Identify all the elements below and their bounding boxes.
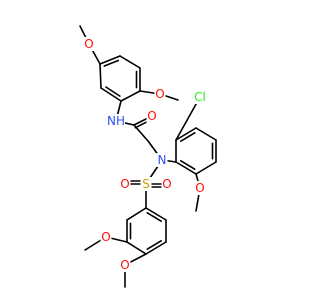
single-bond [133, 124, 149, 142]
double-bond-secondary [103, 59, 120, 67]
single-bond [175, 96, 201, 141]
double-bond-primary [175, 127, 197, 141]
atom-label-nh-amide: NH [107, 114, 125, 128]
single-bond [126, 241, 147, 255]
atom-label-o-ring2-methoxy: O [195, 181, 204, 195]
atom-label-o-ring1-methoxy: O [155, 87, 164, 101]
single-bond [195, 127, 217, 141]
atom-label-cl: Cl [194, 90, 206, 104]
atom-label-background [119, 177, 131, 191]
double-bond-primary [99, 55, 121, 65]
atom-label-background [154, 87, 166, 101]
atom-label-o-carbonyl: O [147, 109, 156, 123]
atom-label-s: S [142, 177, 150, 191]
single-bond [195, 161, 217, 175]
atom-label-background [161, 177, 173, 191]
double-bond-secondary [180, 159, 196, 170]
double-bond-secondary [105, 86, 121, 97]
double-bond-primary [145, 241, 167, 255]
double-bond-secondary [146, 212, 162, 223]
double-bond-secondary [146, 239, 162, 250]
double-bond-secondary [180, 132, 196, 143]
single-bond [126, 207, 147, 221]
atom-label-o-ring3-para: O [120, 258, 129, 272]
bond-layer [79, 25, 217, 288]
double-bond-primary [100, 87, 122, 102]
atom-label-o-sulfonyl-left: O [120, 177, 129, 191]
atom-label-background [146, 109, 158, 123]
double-bond-primary [175, 161, 197, 175]
atom-label-background [119, 258, 131, 272]
single-bond [120, 90, 141, 102]
atom-label-background [83, 37, 95, 51]
atom-label-o-top-methoxy: O [84, 37, 93, 51]
single-bond [99, 63, 102, 89]
atom-label-background [194, 181, 206, 195]
atom-label-background [191, 90, 209, 104]
double-bond-primary [145, 207, 167, 221]
atom-label-o-ring3-meta: O [101, 230, 110, 244]
atom-label-background [140, 177, 152, 191]
atom-label-o-sulfonyl-right: O [162, 177, 171, 191]
single-bond [119, 55, 141, 69]
atom-label-background [100, 230, 112, 244]
atom-label-background [156, 153, 168, 167]
atom-label-n-sulfonamide: N [158, 153, 167, 167]
atom-label-background [107, 114, 125, 128]
